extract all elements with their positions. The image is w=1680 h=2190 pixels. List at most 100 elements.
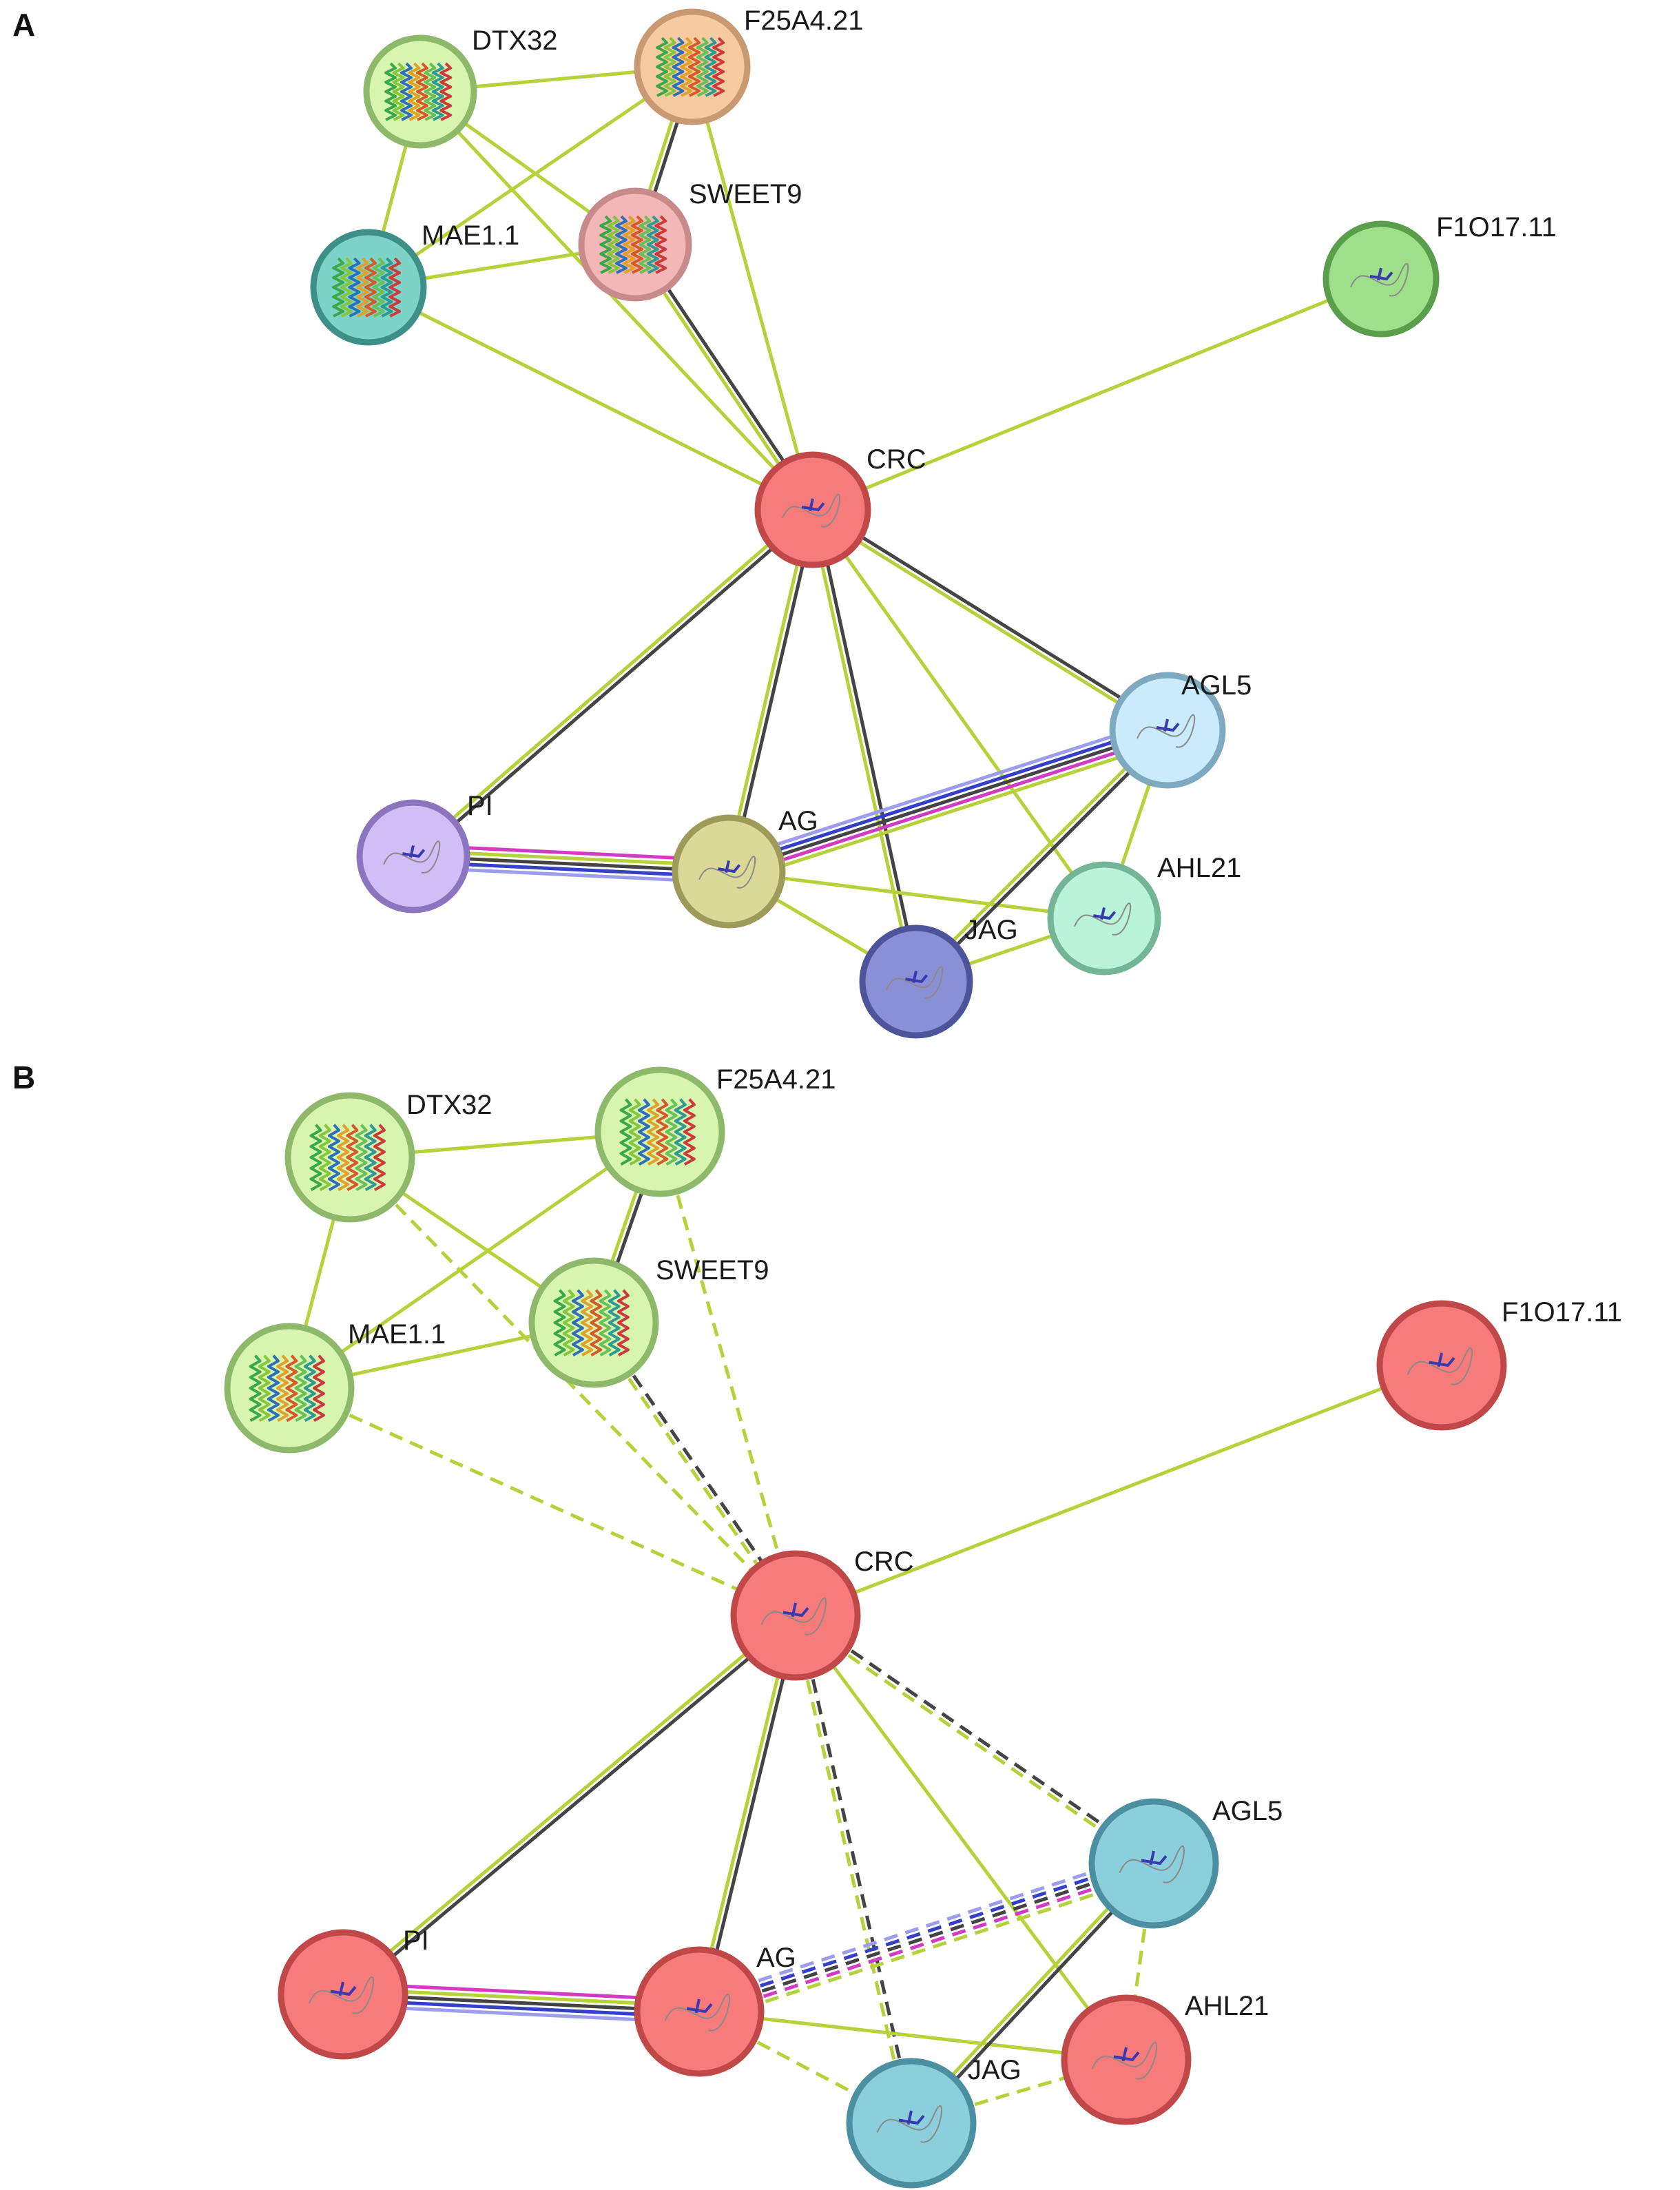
edge-line: [808, 510, 915, 983]
helix-glyph: [590, 1289, 603, 1356]
node-agl5[interactable]: AGL5: [1088, 1796, 1283, 1929]
helix-glyph: [373, 1124, 386, 1191]
edge-line: [696, 1857, 1153, 2008]
node-label: CRC: [867, 444, 926, 475]
helix-glyph: [608, 1289, 621, 1356]
node-ag[interactable]: AG: [634, 1943, 796, 2077]
node-label: JAG: [964, 915, 1018, 945]
strand-glyph: [898, 2110, 925, 2125]
edge-crc-ag: [694, 1614, 800, 2013]
coil-glyph: [760, 1597, 827, 1635]
node-label: F25A4.21: [744, 6, 863, 36]
node-f1o17-11[interactable]: F1O17.11: [1323, 212, 1557, 338]
coil-glyph: [1074, 902, 1132, 936]
node-label: DTX32: [406, 1090, 492, 1120]
coil-glyph: [1119, 1845, 1185, 1883]
node-sweet9[interactable]: SWEET9: [578, 179, 802, 302]
node-f25a4-21[interactable]: F25A4.21: [594, 1064, 836, 1197]
helix-glyph: [424, 62, 437, 121]
node-label: F1O17.11: [1436, 212, 1557, 242]
node-label: AHL21: [1157, 853, 1241, 883]
helix-glyph: [581, 1289, 594, 1356]
node-label: AGL5: [1212, 1796, 1283, 1826]
panel-letter: B: [12, 1060, 35, 1095]
edge-line: [725, 718, 1165, 863]
helix-glyph: [672, 37, 685, 97]
helix-glyph: [696, 37, 709, 97]
node-label: AGL5: [1181, 670, 1252, 701]
edge-line: [813, 506, 1170, 730]
node-mae1-1[interactable]: MAE1.1: [224, 1319, 446, 1454]
node-ag[interactable]: AG: [672, 806, 818, 929]
edge-line: [913, 727, 1167, 981]
strand-glyph: [905, 970, 929, 984]
edge-line: [732, 738, 1172, 884]
coil-glyph: [1137, 714, 1196, 748]
helix-glyph: [654, 215, 667, 274]
node-ahl21[interactable]: AHL21: [1047, 853, 1241, 975]
node-mae1-1[interactable]: MAE1.1: [310, 220, 519, 346]
edge-ag-ahl21: [728, 869, 1105, 920]
node-jag[interactable]: JAG: [846, 2055, 1022, 2189]
edge-line: [793, 1616, 1154, 1868]
helix-glyph: [562, 1289, 575, 1356]
helix-glyph: [364, 1124, 377, 1191]
edge-crc-jag: [808, 508, 921, 983]
helix-glyph: [276, 1354, 289, 1422]
node-crc[interactable]: CRC: [730, 1547, 914, 1681]
edge-line: [410, 506, 813, 856]
edge-crc-pi: [410, 506, 816, 860]
edge-line: [340, 1612, 796, 1994]
node-dtx32[interactable]: DTX32: [363, 25, 558, 149]
helix-glyph: [285, 1354, 298, 1422]
helix-glyph: [318, 1124, 331, 1191]
coil-glyph: [1091, 2041, 1157, 2080]
edge-line: [349, 1156, 797, 1617]
helix-glyph: [663, 37, 676, 97]
helix-glyph: [599, 1289, 612, 1356]
node-crc[interactable]: CRC: [754, 444, 926, 568]
node-pi[interactable]: PI: [278, 1925, 429, 2060]
helix-glyph: [607, 215, 620, 274]
edge-crc-pi: [340, 1612, 799, 1998]
edge-line: [724, 508, 812, 871]
node-label: F1O17.11: [1502, 1297, 1622, 1328]
edge-f25a4-21-mae1-1: [288, 1130, 661, 1390]
edge-line: [728, 869, 1105, 920]
helix-glyph: [571, 1289, 584, 1356]
node-sweet9[interactable]: SWEET9: [528, 1255, 769, 1388]
edge-line: [794, 1614, 1128, 2061]
node-agl5[interactable]: AGL5: [1109, 670, 1252, 789]
node-f1o17-11[interactable]: F1O17.11: [1376, 1297, 1622, 1431]
helix-glyph: [656, 1098, 669, 1166]
node-f25a4-21[interactable]: F25A4.21: [634, 6, 863, 125]
helix-glyph: [599, 215, 612, 274]
node-label: MAE1.1: [422, 220, 519, 251]
helix-glyph: [380, 257, 393, 318]
helix-glyph: [439, 62, 453, 121]
node-pi[interactable]: PI: [356, 791, 493, 913]
edge-line: [695, 1851, 1151, 2003]
helix-glyph: [656, 37, 668, 97]
helix-glyph: [388, 257, 402, 318]
node-ahl21[interactable]: AHL21: [1061, 1991, 1269, 2125]
edge-line: [288, 1130, 661, 1390]
edge-line: [690, 66, 815, 510]
helix-glyph: [258, 1354, 271, 1422]
edge-line: [658, 1131, 798, 1616]
node-dtx32[interactable]: DTX32: [284, 1090, 492, 1223]
strand-glyph: [1141, 1850, 1168, 1866]
edge-line: [796, 1611, 1157, 1863]
edge-crc-f1o17-11: [795, 1363, 1442, 1618]
edge-line: [795, 1363, 1442, 1618]
coil-glyph: [1350, 262, 1409, 297]
helix-glyph: [665, 1098, 678, 1166]
edge-line: [698, 1861, 1154, 2014]
strand-glyph: [686, 1998, 713, 2014]
edge-f25a4-21-crc: [658, 1131, 798, 1616]
edge-line: [810, 510, 1168, 734]
node-jag[interactable]: JAG: [859, 915, 1018, 1039]
